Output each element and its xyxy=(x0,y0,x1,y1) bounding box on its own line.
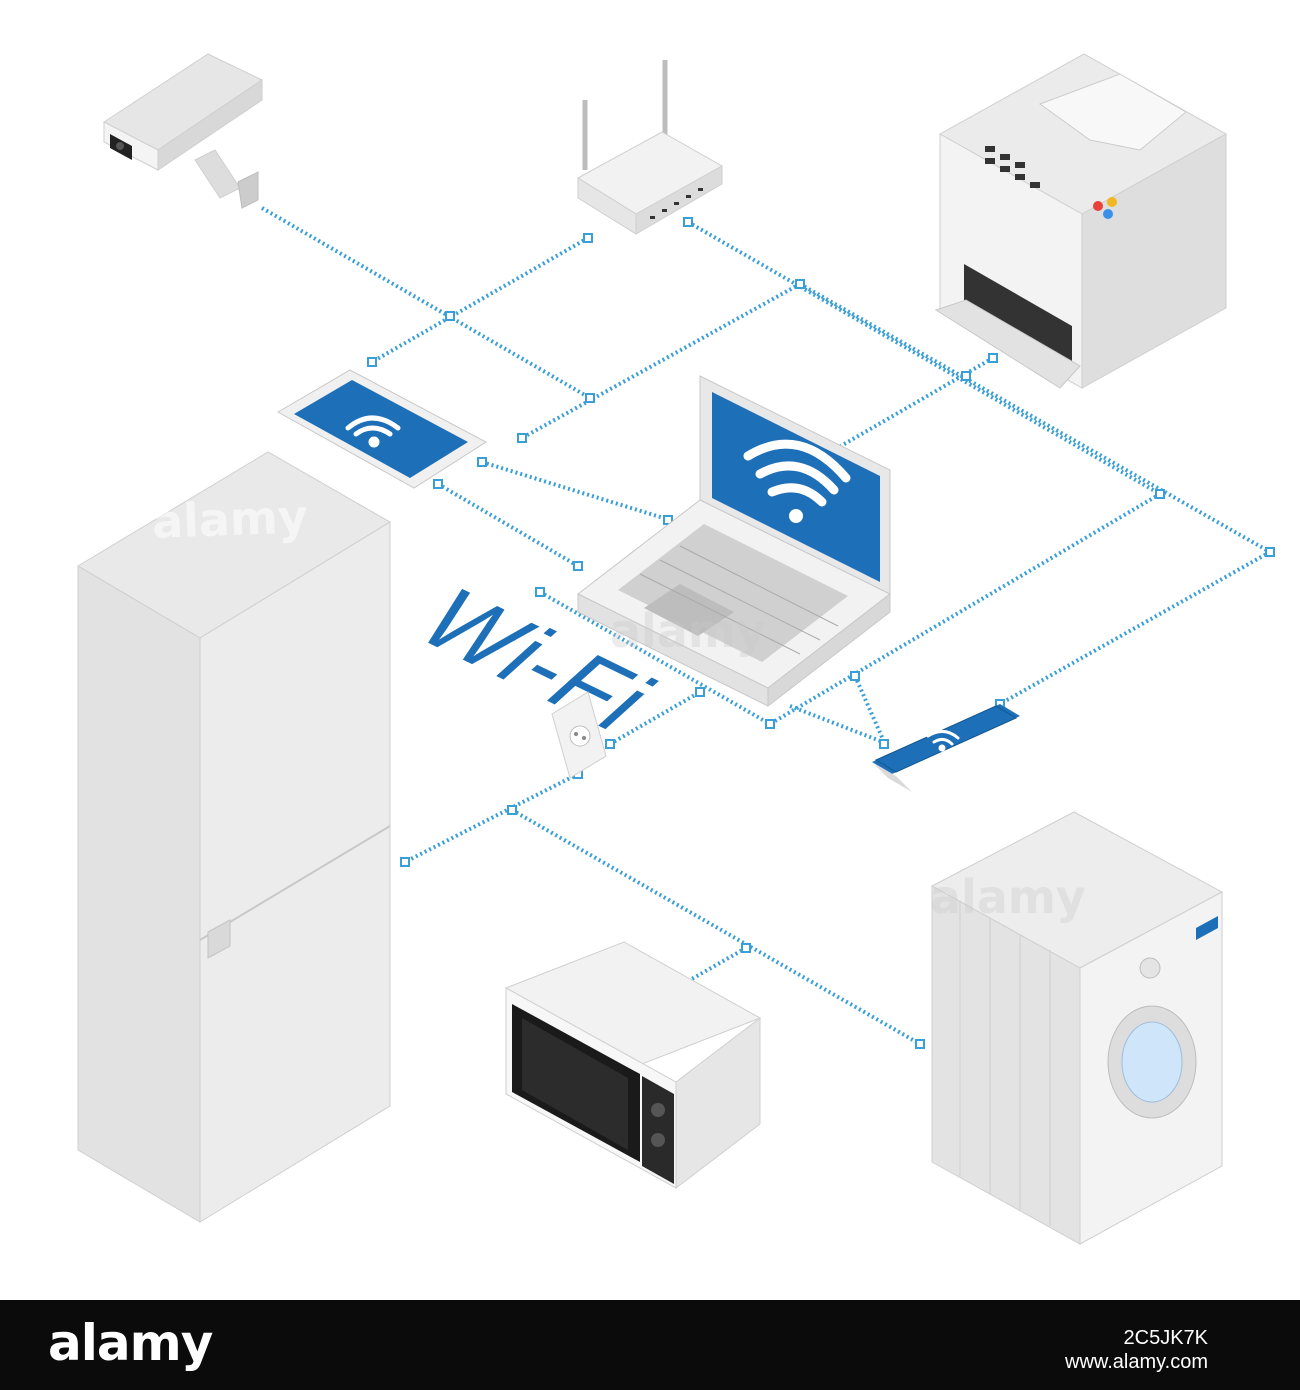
printer xyxy=(934,53,1228,389)
footer-bar: alamy 2C5JK7K www.alamy.com xyxy=(0,1300,1300,1390)
link-right-2 xyxy=(768,492,1162,726)
link-washer xyxy=(511,808,921,1046)
washing-machine xyxy=(930,811,1224,1245)
source-url[interactable]: www.alamy.com xyxy=(1065,1351,1208,1373)
link-socket-1 xyxy=(608,690,702,746)
image-id: 2C5JK7K xyxy=(1123,1327,1209,1349)
link-nodes xyxy=(367,217,1275,1049)
wifi-icon xyxy=(926,730,960,752)
microwave xyxy=(504,941,762,1190)
link-right-1 xyxy=(999,550,1271,706)
link-tablet-1 xyxy=(481,460,671,522)
alamy-logo: alamy xyxy=(48,1314,213,1372)
link-socket-2 xyxy=(404,772,579,864)
link-phone xyxy=(853,675,887,745)
link-laptop-left xyxy=(539,590,771,726)
wifi-network-diagram: Wi-Fi xyxy=(77,53,1275,1245)
link-router-right xyxy=(687,220,1161,496)
wifi-icon xyxy=(345,415,401,448)
tablet xyxy=(276,369,487,489)
refrigerator xyxy=(77,451,391,1223)
link-microwave xyxy=(689,946,747,982)
image-credit: 2C5JK7K www.alamy.com xyxy=(1065,1326,1208,1374)
router xyxy=(577,60,724,235)
link-router-left xyxy=(371,236,589,364)
link-mid-2 xyxy=(799,282,1271,554)
wifi-icon xyxy=(743,439,851,523)
laptop xyxy=(577,375,891,708)
link-camera xyxy=(260,206,592,400)
power-socket xyxy=(551,691,607,779)
connection-lines xyxy=(260,206,1271,1046)
link-tablet-2 xyxy=(436,482,580,568)
smartphone xyxy=(872,704,1020,792)
security-camera xyxy=(103,53,264,209)
link-phone-2 xyxy=(789,704,889,746)
